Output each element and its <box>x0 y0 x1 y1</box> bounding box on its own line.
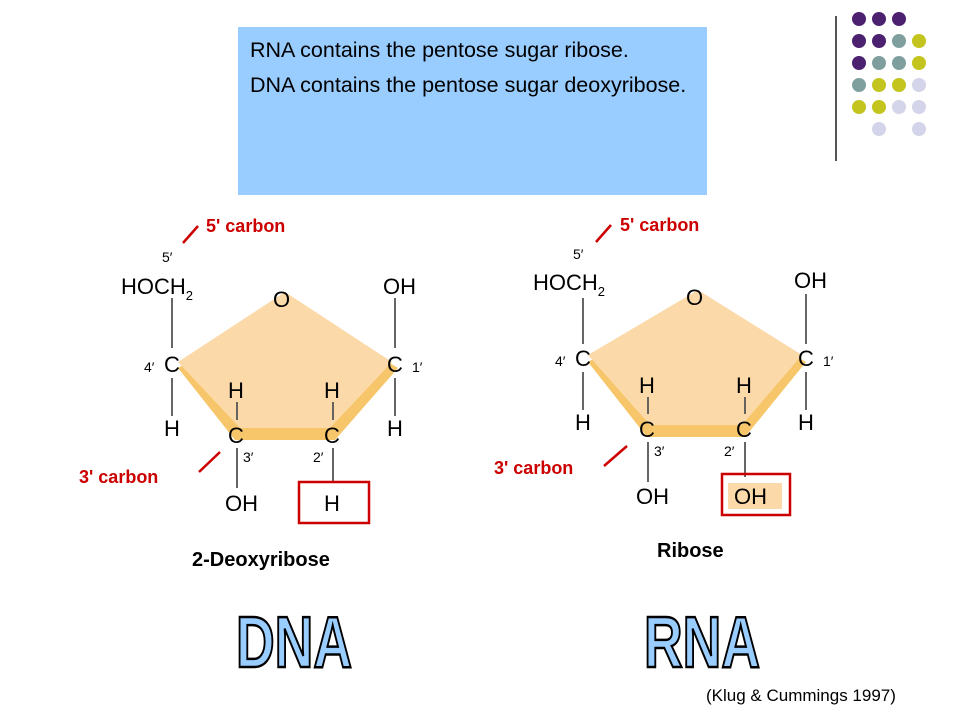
deoxyribose-h4: H <box>164 416 180 441</box>
decorative-divider <box>835 16 837 161</box>
ribose-title: Ribose <box>657 540 724 562</box>
deoxyribose-ring <box>178 292 392 428</box>
deoxyribose-num-5: 5′ <box>162 249 173 265</box>
ribose-h3-top: H <box>639 373 655 398</box>
deoxyribose-structure: 5' carbon 5′ HOCH2 O OH 4′ C C 1′ H H H … <box>79 216 423 571</box>
decorative-dot <box>892 12 906 26</box>
decorative-dot <box>852 100 866 114</box>
ribose-h2-top: H <box>736 373 752 398</box>
deoxyribose-c1: C <box>387 352 403 377</box>
ribose-num-5: 5′ <box>573 246 584 262</box>
deoxyribose-oh-bottom: OH <box>225 491 258 516</box>
decorative-dot <box>912 56 926 70</box>
deoxyribose-c3: C <box>228 423 244 448</box>
deoxyribose-h1: H <box>387 416 403 441</box>
deoxyribose-num-2: 2′ <box>313 449 324 465</box>
ribose-c4: C <box>575 346 591 371</box>
ribose-oh-top: OH <box>794 268 827 293</box>
ribose-c3: C <box>639 417 655 442</box>
ribose-3-carbon-label: 3' carbon <box>494 458 573 478</box>
decorative-dot <box>892 78 906 92</box>
decorative-dot <box>872 122 886 136</box>
deoxyribose-title: 2-Deoxyribose <box>192 549 330 571</box>
ribose-5-carbon-label: 5' carbon <box>620 215 699 235</box>
decorative-dot <box>892 34 906 48</box>
decorative-dot <box>892 56 906 70</box>
ribose-oh-highlight-box <box>720 472 792 517</box>
ribose-oh-boxed: OH <box>734 484 767 509</box>
ribose-num-1: 1′ <box>823 353 834 369</box>
ribose-num-3: 3′ <box>654 443 665 459</box>
deoxyribose-ring-oxygen: O <box>273 287 290 312</box>
decorative-dot <box>852 34 866 48</box>
rna-big-label: RNA <box>644 603 760 683</box>
deoxyribose-h-boxed: H <box>324 491 340 516</box>
ribose-h4: H <box>575 410 591 435</box>
deoxyribose-h3-top: H <box>228 378 244 403</box>
deoxyribose-num-1: 1′ <box>412 359 423 375</box>
deoxyribose-5-carbon-label: 5' carbon <box>206 216 285 236</box>
decorative-dot <box>892 100 906 114</box>
ribose-structure: 5' carbon 5′ HOCH2 O OH 4′ C C 1′ H H H … <box>494 215 834 562</box>
ribose-ring <box>588 290 802 425</box>
ribose-hoch-group: HOCH2 <box>533 270 605 299</box>
ribose-num-2: 2′ <box>724 443 735 459</box>
decorative-dot <box>912 34 926 48</box>
decorative-dot <box>852 12 866 26</box>
ribose-oh-bottom: OH <box>636 484 669 509</box>
decorative-dot <box>912 78 926 92</box>
ribose-oh-highlight-fill <box>728 483 782 509</box>
decorative-dot <box>912 100 926 114</box>
decorative-dot-grid <box>852 12 944 152</box>
deoxyribose-c2: C <box>324 423 340 448</box>
ribose-num-4: 4′ <box>555 353 566 369</box>
ribose-c2: C <box>736 417 752 442</box>
deoxyribose-num-4: 4′ <box>144 359 155 375</box>
decorative-dot <box>852 78 866 92</box>
info-box: RNA contains the pentose sugar ribose. D… <box>238 27 707 195</box>
rna-statement: RNA contains the pentose sugar ribose. <box>250 38 629 62</box>
decorative-dot <box>872 78 886 92</box>
decorative-dot <box>872 100 886 114</box>
decorative-dot <box>852 56 866 70</box>
deoxyribose-hoch-group: HOCH2 <box>121 274 193 303</box>
citation: (Klug & Cummings 1997) <box>706 686 896 705</box>
decorative-dot <box>872 12 886 26</box>
decorative-dot <box>912 122 926 136</box>
decorative-dot <box>872 34 886 48</box>
ribose-ring-oxygen: O <box>686 285 703 310</box>
deoxyribose-oh-top: OH <box>383 274 416 299</box>
dna-big-label: DNA <box>236 603 352 683</box>
deoxyribose-3-carbon-label: 3' carbon <box>79 467 158 487</box>
deoxyribose-h2-top: H <box>324 378 340 403</box>
dna-statement: DNA contains the pentose sugar deoxyribo… <box>250 73 687 97</box>
deoxyribose-c4: C <box>164 352 180 377</box>
deoxyribose-num-3: 3′ <box>243 449 254 465</box>
decorative-dot <box>872 56 886 70</box>
ribose-h1: H <box>798 410 814 435</box>
deoxyribose-h-highlight-box <box>297 480 371 525</box>
ribose-c1: C <box>798 346 814 371</box>
